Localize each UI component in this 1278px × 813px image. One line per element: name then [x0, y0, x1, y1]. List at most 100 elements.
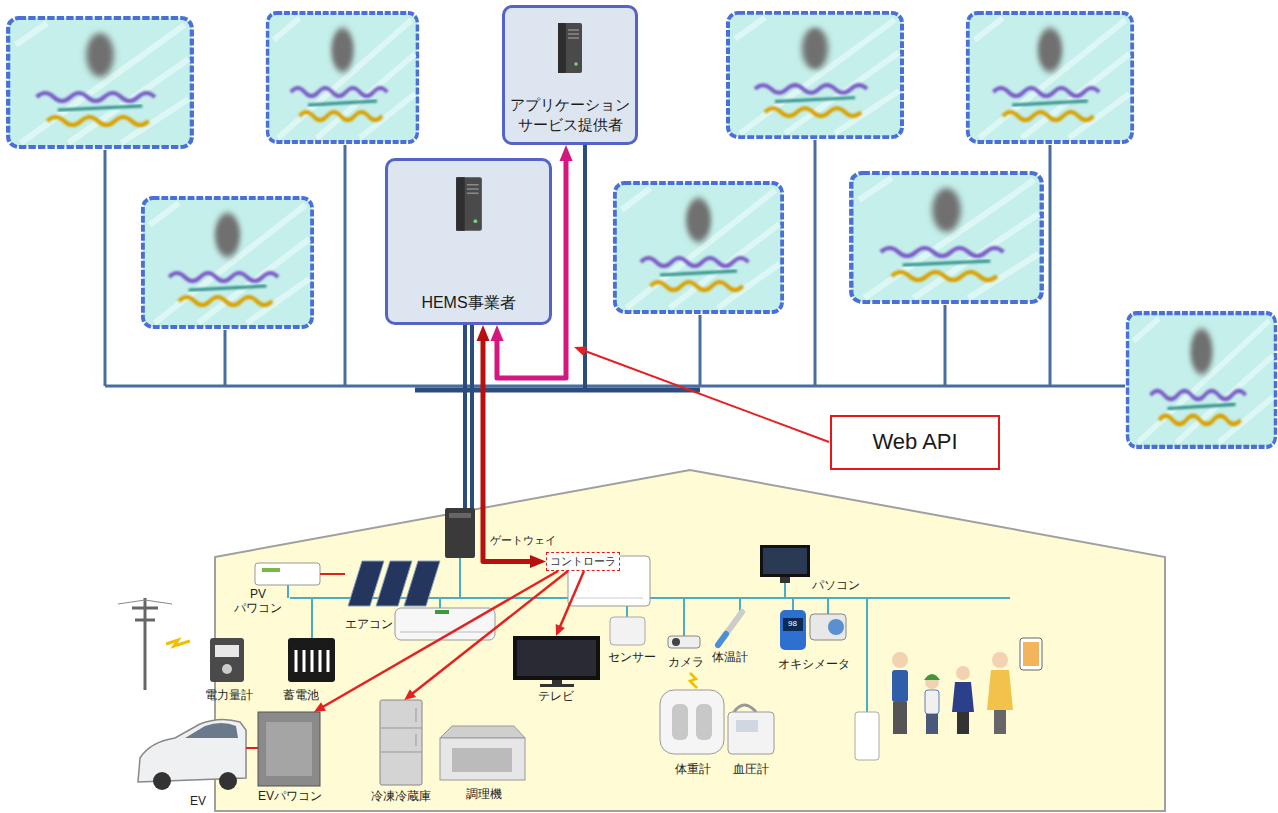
television — [513, 636, 600, 680]
node-text: コントローラ — [550, 554, 616, 568]
node-text: Web API — [838, 428, 992, 457]
power-cable — [320, 573, 345, 575]
device-label: 血圧計 — [733, 762, 769, 776]
child-cap — [924, 674, 940, 680]
gateway-device — [445, 508, 475, 558]
arrowhead — [556, 624, 565, 636]
power-meter — [210, 638, 244, 682]
car-wheel — [153, 772, 171, 790]
refrigerator — [380, 700, 422, 785]
person-body — [987, 670, 1013, 710]
scale-pad — [696, 704, 712, 740]
lightning-mark — [166, 640, 190, 646]
server-lamp — [473, 219, 477, 223]
blurred-service-box — [851, 173, 1041, 302]
server-icon — [454, 175, 484, 233]
connector — [556, 571, 584, 636]
sensor — [610, 617, 645, 645]
charge-cable — [246, 747, 258, 749]
car-wheel — [219, 772, 237, 790]
blood-pressure-meter — [728, 712, 774, 754]
person-legs — [893, 702, 907, 734]
scale-pad — [672, 704, 688, 740]
health-monitor — [810, 614, 846, 640]
meter-dial — [222, 664, 232, 674]
monitor-dial — [828, 619, 844, 635]
server-body — [558, 23, 582, 73]
oximeter — [780, 610, 806, 650]
person-legs — [926, 714, 938, 734]
battery-stripes — [296, 650, 328, 672]
person-head — [992, 652, 1008, 668]
person-body — [892, 670, 908, 702]
connector — [314, 571, 558, 712]
body-scale — [660, 690, 724, 754]
thermometer — [718, 612, 742, 645]
aircon-vent — [400, 632, 490, 633]
person-legs — [994, 710, 1006, 734]
arrowhead — [491, 325, 504, 341]
device-label: パソコン — [812, 578, 860, 592]
server-lamp — [574, 62, 578, 66]
controller-box: コントローラ — [546, 552, 620, 571]
camera — [668, 636, 700, 648]
house-outline — [215, 470, 1165, 811]
device-label: 電力量計 — [205, 688, 253, 702]
arrowhead — [560, 145, 573, 161]
meter-window — [215, 645, 239, 657]
server-side — [558, 23, 566, 73]
service-box: アプリケーション サービス提供者 — [502, 5, 638, 145]
car-window — [185, 723, 238, 738]
device-label: センサー — [608, 650, 656, 664]
connector-line — [412, 571, 568, 694]
person-body — [925, 690, 939, 714]
node-text: テレビ — [508, 689, 604, 703]
utility-pole — [132, 598, 158, 690]
router — [855, 712, 879, 760]
connector — [404, 571, 568, 700]
person-head — [925, 675, 939, 689]
connector-line — [483, 340, 531, 562]
device-label: 蓄電池 — [283, 688, 319, 702]
pv-inverter — [255, 563, 320, 585]
blurred-service-box — [615, 183, 782, 312]
cuff-tube — [734, 705, 756, 712]
lightning-mark — [690, 673, 697, 688]
blurred-service-box — [1128, 313, 1276, 447]
connector-line — [323, 571, 558, 707]
power-line — [118, 600, 172, 604]
server-slots — [466, 185, 478, 194]
node-text: 冷凍冷蔵庫 — [368, 789, 434, 803]
blurred-service-box — [968, 13, 1132, 142]
server-body — [456, 177, 482, 231]
person-body — [952, 682, 974, 712]
ev-inverter-panel — [266, 722, 312, 776]
aircon-lamp — [435, 610, 449, 614]
person-head — [892, 652, 908, 668]
blurred-service-box — [8, 18, 192, 147]
device-box: 冷凍冷蔵庫 — [368, 700, 434, 803]
cooker — [440, 738, 525, 780]
connector-line — [560, 571, 584, 627]
device-label: エアコン — [345, 617, 393, 631]
ev-inverter — [258, 712, 320, 786]
network-wire — [105, 140, 1125, 386]
oximeter-screen — [783, 618, 803, 631]
tv-base — [540, 684, 574, 687]
server-slots — [568, 30, 579, 38]
node-text: アプリケーション サービス提供者 — [509, 95, 631, 134]
device-label: 調理機 — [466, 787, 502, 801]
person-legs — [957, 712, 969, 734]
gateway-wire — [465, 325, 472, 510]
arrowhead — [530, 555, 546, 568]
node-text: HEMS事業者 — [392, 293, 545, 314]
controller-detail — [575, 598, 643, 599]
blurred-service-box — [728, 13, 902, 137]
connector — [477, 325, 547, 568]
bp-screen — [736, 720, 758, 732]
blurred-service-box — [268, 13, 418, 142]
blurred-service-box — [143, 198, 312, 327]
